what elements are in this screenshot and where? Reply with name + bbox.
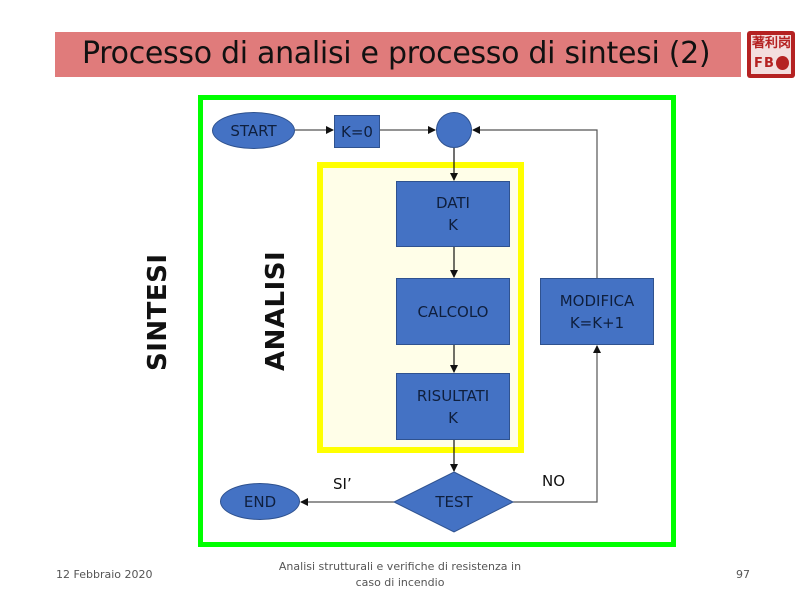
risultati-label: RISULTATI <box>416 386 490 405</box>
logo-char: 著 <box>752 36 766 51</box>
test-label: TEST <box>435 493 473 511</box>
dati-node: DATI K <box>396 181 510 247</box>
end-label: END <box>243 492 277 511</box>
end-node: END <box>220 483 300 520</box>
slide-title: Processo di analisi e processo di sintes… <box>82 36 711 71</box>
start-node: START <box>212 112 295 149</box>
calcolo-label: CALCOLO <box>417 302 489 321</box>
logo-char: B <box>764 56 774 71</box>
modifica-node: MODIFICA K=K+1 <box>540 278 654 345</box>
logo-dot <box>776 56 789 70</box>
junction-node <box>436 112 472 148</box>
modifica-label: MODIFICA <box>559 291 635 310</box>
risultati-node: RISULTATI K <box>396 373 510 440</box>
page-number: 97 <box>736 568 750 581</box>
institution-seal-icon: 著 利 岗 F B <box>747 31 795 78</box>
no-edge-label: NO <box>542 472 566 490</box>
modifica-formula: K=K+1 <box>569 313 625 332</box>
calcolo-node: CALCOLO <box>396 278 510 345</box>
title-bar <box>55 32 741 77</box>
footer-date: 12 Febbraio 2020 <box>56 568 153 581</box>
test-decision-diamond <box>392 471 515 533</box>
synthesis-frame <box>198 95 676 547</box>
init-node: K=0 <box>334 115 380 148</box>
dati-label: DATI <box>436 194 470 212</box>
footer-subtitle-line1: Analisi strutturali e verifiche di resis… <box>278 560 522 573</box>
start-label: START <box>230 121 277 140</box>
logo-char: F <box>754 56 763 71</box>
edge-test-to-modifica <box>513 345 601 503</box>
risultati-index: K <box>448 408 458 427</box>
footer-subtitle: Analisi strutturali e verifiche di resis… <box>250 559 550 591</box>
logo-inner: 著 利 岗 F B <box>751 35 791 74</box>
logo-char: 岗 <box>778 36 792 51</box>
yes-edge-label: SI’ <box>333 475 352 493</box>
logo-char: 利 <box>765 36 779 51</box>
edge-modifica-to-junction <box>472 126 598 278</box>
footer-subtitle-line2: caso di incendio <box>355 576 445 589</box>
dati-index: K <box>448 216 458 234</box>
init-label: K=0 <box>341 122 373 141</box>
